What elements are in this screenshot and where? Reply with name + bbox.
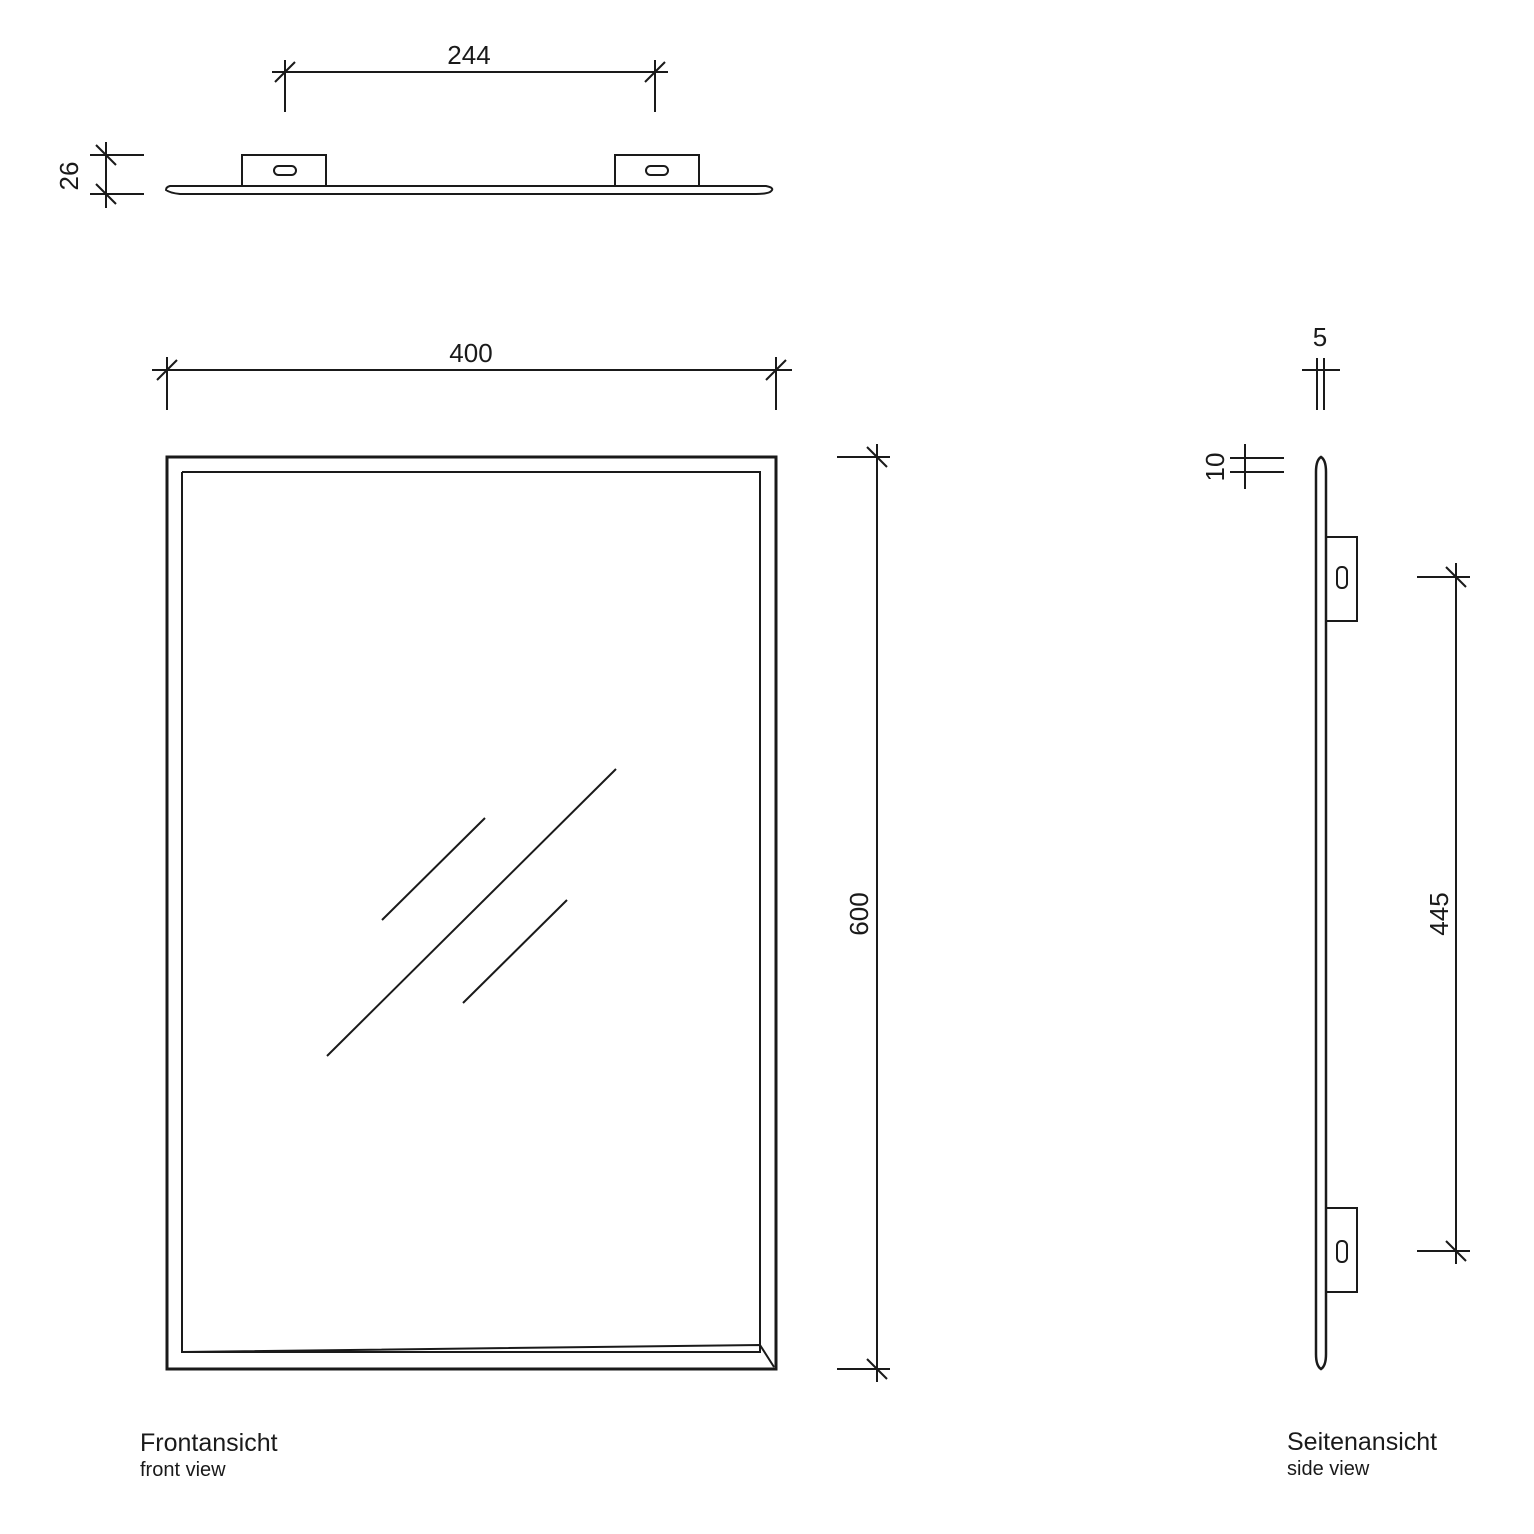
mirror-top-edge [164, 185, 774, 195]
side-view-subtitle: side view [1287, 1458, 1370, 1480]
side-view: 5 10 445 [1200, 322, 1470, 1371]
dim-label-hook-spacing: 244 [447, 40, 490, 70]
dim-label-width: 400 [449, 338, 492, 368]
side-bracket-top [1325, 536, 1358, 622]
side-view-title: Seitenansicht [1287, 1428, 1438, 1456]
side-view-caption: Seitenansicht side view [1287, 1427, 1437, 1481]
dimension-side-hook-spacing: 445 [1417, 563, 1470, 1264]
top-bracket-left [241, 154, 327, 187]
side-bracket-bottom [1325, 1207, 1358, 1293]
dimension-width: 400 [152, 338, 792, 410]
dim-label-height: 600 [844, 892, 874, 935]
dimension-side-edge: 10 [1200, 444, 1284, 489]
top-view: 244 26 [54, 40, 774, 208]
front-view-title: Frontansicht [140, 1429, 278, 1457]
dim-label-side-hook-spacing: 445 [1424, 892, 1454, 935]
mirror-outer-frame [165, 455, 778, 1371]
dim-label-top-depth: 26 [54, 162, 84, 191]
side-mirror-profile [1314, 455, 1328, 1371]
mirror-reflection-marks [326, 768, 617, 1057]
front-view: 400 600 [152, 338, 890, 1382]
dim-label-side-thickness: 5 [1313, 322, 1327, 352]
dimension-hook-spacing: 244 [272, 40, 668, 112]
top-bracket-right [614, 154, 700, 187]
dim-label-side-edge: 10 [1200, 453, 1230, 482]
front-view-subtitle: front view [140, 1459, 226, 1481]
mirror-inner-bevel [181, 471, 775, 1368]
dimension-height: 600 [837, 444, 890, 1382]
dimension-top-depth: 26 [54, 142, 144, 208]
dimension-side-thickness: 5 [1302, 322, 1340, 410]
front-view-caption: Frontansicht front view [140, 1428, 278, 1482]
